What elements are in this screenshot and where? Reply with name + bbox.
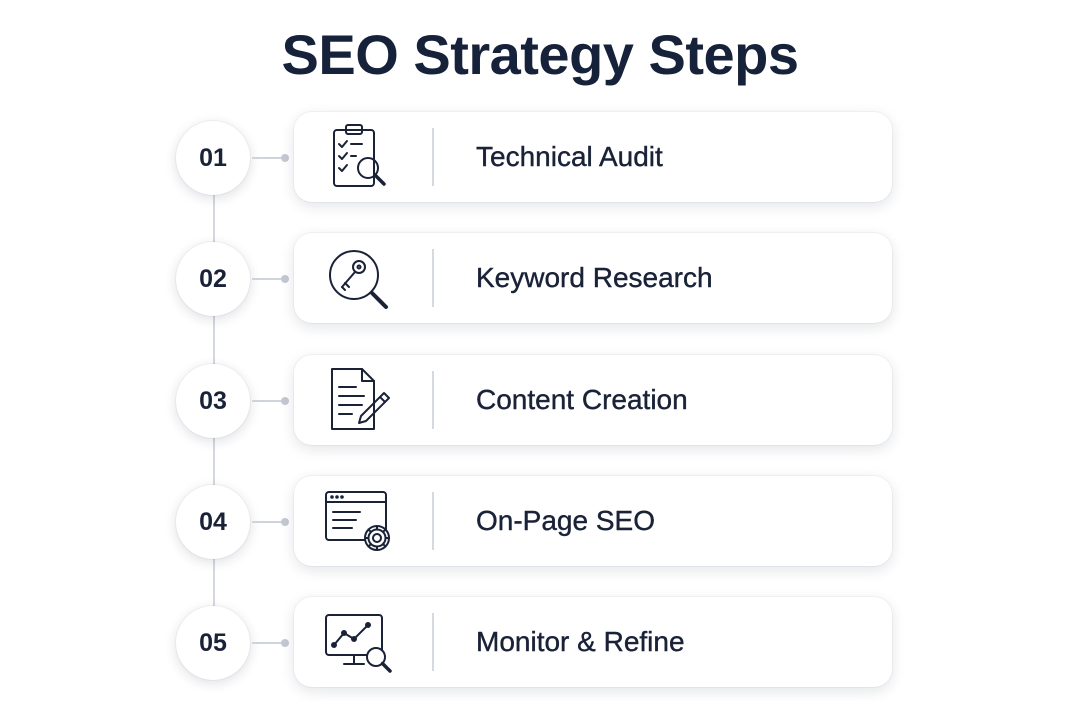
step-card: Technical Audit (294, 112, 892, 202)
step-connector (252, 521, 284, 523)
step-2: 02 Keyword Research (0, 233, 1080, 329)
card-divider (432, 249, 434, 307)
document-pencil-icon (322, 365, 394, 435)
step-label: Monitor & Refine (476, 626, 685, 657)
step-card: On-Page SEO (294, 476, 892, 566)
step-card: Monitor & Refine (294, 597, 892, 687)
page-title: SEO Strategy Steps (281, 23, 799, 86)
key-magnifier-icon (322, 243, 394, 313)
step-connector (252, 278, 284, 280)
step-connector-dot (281, 397, 289, 405)
step-label: Keyword Research (476, 262, 713, 293)
step-label: On-Page SEO (476, 505, 655, 536)
step-connector-dot (281, 639, 289, 647)
step-5: 05 Monitor & Refine (0, 597, 1080, 693)
step-number-badge: 04 (176, 485, 250, 559)
step-connector (252, 400, 284, 402)
step-connector-dot (281, 154, 289, 162)
browser-gear-icon (322, 486, 394, 556)
step-3: 03 Content Creation (0, 355, 1080, 451)
step-label: Content Creation (476, 384, 688, 415)
card-divider (432, 128, 434, 186)
monitor-chart-magnifier-icon (322, 607, 394, 677)
step-number-badge: 02 (176, 242, 250, 316)
step-label: Technical Audit (476, 141, 663, 172)
step-number-badge: 05 (176, 606, 250, 680)
step-number-badge: 03 (176, 364, 250, 438)
card-divider (432, 371, 434, 429)
step-connector (252, 157, 284, 159)
step-connector-dot (281, 275, 289, 283)
card-divider (432, 492, 434, 550)
step-connector-dot (281, 518, 289, 526)
step-card: Content Creation (294, 355, 892, 445)
step-1: 01 Technical Audit (0, 112, 1080, 208)
step-number-badge: 01 (176, 121, 250, 195)
clipboard-magnifier-icon (322, 122, 394, 192)
card-divider (432, 613, 434, 671)
step-connector (252, 642, 284, 644)
step-card: Keyword Research (294, 233, 892, 323)
step-4: 04 On-Page SEO (0, 476, 1080, 572)
